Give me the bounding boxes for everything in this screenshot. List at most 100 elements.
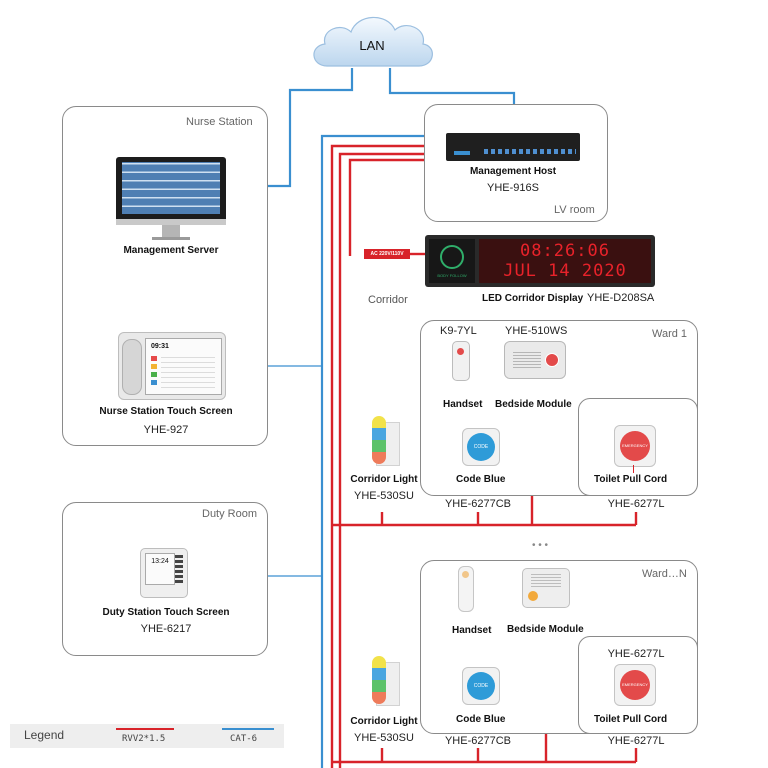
touch-display-time: 09:31 (151, 343, 169, 350)
ward1-handset-model: K9-7YL (440, 325, 477, 337)
management-host-label: Management Host (469, 166, 557, 177)
led-display-label: LED Corridor Display (482, 293, 584, 304)
ac-power-tag: AC 220V/110V (364, 249, 410, 259)
wardn-handset-label: Handset (452, 625, 492, 636)
ward1-corridor-light-label: Corridor Light (350, 474, 418, 485)
wardn-bedside-label: Bedside Module (507, 624, 584, 635)
display-time: 08:26:06 (520, 241, 610, 261)
wardn-handset-device[interactable] (458, 566, 474, 612)
ward1-toilet-pull-device[interactable]: EMERGENCY (614, 425, 656, 467)
code-blue-button: CODE (467, 433, 495, 461)
host-ports (484, 149, 576, 154)
wardn-toilet-model: YHE-6277L (607, 735, 665, 747)
monitor-chin (116, 219, 226, 225)
led-corridor-display: BODY FOLLOW 08:26:06 JUL 14 2020 (425, 235, 655, 287)
wardn-code-blue-model: YHE-6277CB (444, 735, 512, 747)
monitor-display-grid (122, 162, 220, 214)
light-blue (372, 428, 386, 440)
ward1-corridor-light-device[interactable] (362, 416, 402, 466)
ward1-handset-label: Handset (443, 399, 483, 410)
duty-display: 13:24 (145, 553, 175, 585)
display-icon-panel: BODY FOLLOW (429, 239, 475, 283)
wardn-code-blue-label: Code Blue (456, 714, 506, 725)
touch-display-tile (151, 380, 157, 385)
ward1-bedside-device[interactable] (504, 341, 566, 379)
duty-touch-label: Duty Station Touch Screen (102, 607, 230, 618)
light-yellow (372, 416, 386, 428)
ward1-corridor-light-model: YHE-530SU (354, 490, 414, 502)
lv-room-box (424, 104, 608, 222)
ward1-handset-device[interactable] (452, 341, 470, 381)
ward1-code-blue-label: Code Blue (456, 474, 506, 485)
emergency-button: EMERGENCY (620, 670, 650, 700)
light-green (372, 680, 386, 692)
light-yellow (372, 656, 386, 668)
wardn-corridor-light-label: Corridor Light (350, 716, 418, 727)
light-blue (372, 668, 386, 680)
legend-rvv-swatch (116, 728, 174, 730)
duty-room-title: Duty Room (202, 508, 258, 520)
nurse-station-title: Nurse Station (186, 116, 253, 128)
nurse-touch-screen-device[interactable]: 09:31 (118, 332, 226, 400)
host-led (454, 151, 470, 155)
touch-display-tile (151, 356, 157, 361)
bedside-grille (531, 573, 561, 587)
display-feed (348, 158, 430, 256)
bedside-speaker-grille (513, 350, 541, 368)
management-host-model: YHE-916S (487, 182, 539, 194)
light-red (372, 692, 386, 704)
lan-to-server-wire (228, 68, 354, 188)
legend-rvv-label: RVV2*1.5 (122, 734, 166, 744)
wardn-bedside-device[interactable] (522, 568, 570, 608)
legend-title: Legend (24, 728, 65, 742)
handset-call-button (457, 348, 464, 355)
wardn-code-blue-device[interactable]: CODE (462, 667, 500, 705)
legend-cat-swatch (222, 728, 274, 730)
wardn-toilet-model-top: YHE-6277L (607, 648, 665, 660)
legend-cat-label: CAT-6 (230, 734, 258, 744)
ward-ellipsis: • • • (531, 540, 549, 551)
wardn-title: Ward…N (642, 568, 687, 580)
nurse-touch-label: Nurse Station Touch Screen (99, 406, 233, 417)
display-date: JUL 14 2020 (503, 261, 627, 281)
touch-display-tile (151, 364, 157, 369)
display-icon-caption: BODY FOLLOW (437, 273, 467, 278)
corridor-title: Corridor (368, 294, 408, 306)
touch-display-list (161, 356, 215, 388)
management-server-monitor[interactable] (116, 157, 226, 245)
nurse-touch-model: YHE-927 (143, 424, 189, 436)
red-bus-b (338, 152, 430, 768)
handset-button (462, 571, 469, 578)
lan-label: LAN (359, 38, 385, 53)
ward1-bedside-model: YHE-510WS (505, 325, 568, 337)
code-blue-button: CODE (467, 672, 495, 700)
touch-display-tile (151, 372, 157, 377)
light-green (372, 440, 386, 452)
ward1-bedside-label: Bedside Module (495, 399, 572, 410)
lv-room-title: LV room (554, 204, 595, 216)
light-red (372, 452, 386, 464)
legend: Legend RVV2*1.5 CAT-6 (10, 724, 284, 748)
monitor-stand (162, 225, 180, 237)
cloud-icon (313, 16, 433, 67)
phone-handset-icon (122, 339, 142, 395)
display-led-panel: 08:26:06 JUL 14 2020 (479, 239, 651, 283)
wardn-toilet-pull-device[interactable]: EMERGENCY (614, 664, 656, 706)
duty-display-time: 13:24 (151, 558, 169, 565)
ward1-code-blue-model: YHE-6277CB (444, 498, 512, 510)
duty-touch-screen-device[interactable]: 13:24 (140, 548, 188, 598)
bedside-call-button (545, 353, 559, 367)
emergency-button: EMERGENCY (620, 431, 650, 461)
management-host-device[interactable] (446, 133, 580, 161)
pull-cord (633, 465, 634, 473)
wardn-corridor-light-model: YHE-530SU (354, 732, 414, 744)
ward1-code-blue-device[interactable]: CODE (462, 428, 500, 466)
red-bus-a (330, 144, 430, 768)
lan-cloud: LAN (305, 8, 439, 72)
led-display-model: YHE-D208SA (587, 292, 655, 304)
wardn-toilet-label: Toilet Pull Cord (594, 714, 668, 725)
bedside-amber-button (528, 591, 538, 601)
management-server-label: Management Server (123, 245, 219, 256)
wardn-corridor-light-device[interactable] (362, 656, 402, 706)
blue-bus-wire (320, 134, 430, 768)
